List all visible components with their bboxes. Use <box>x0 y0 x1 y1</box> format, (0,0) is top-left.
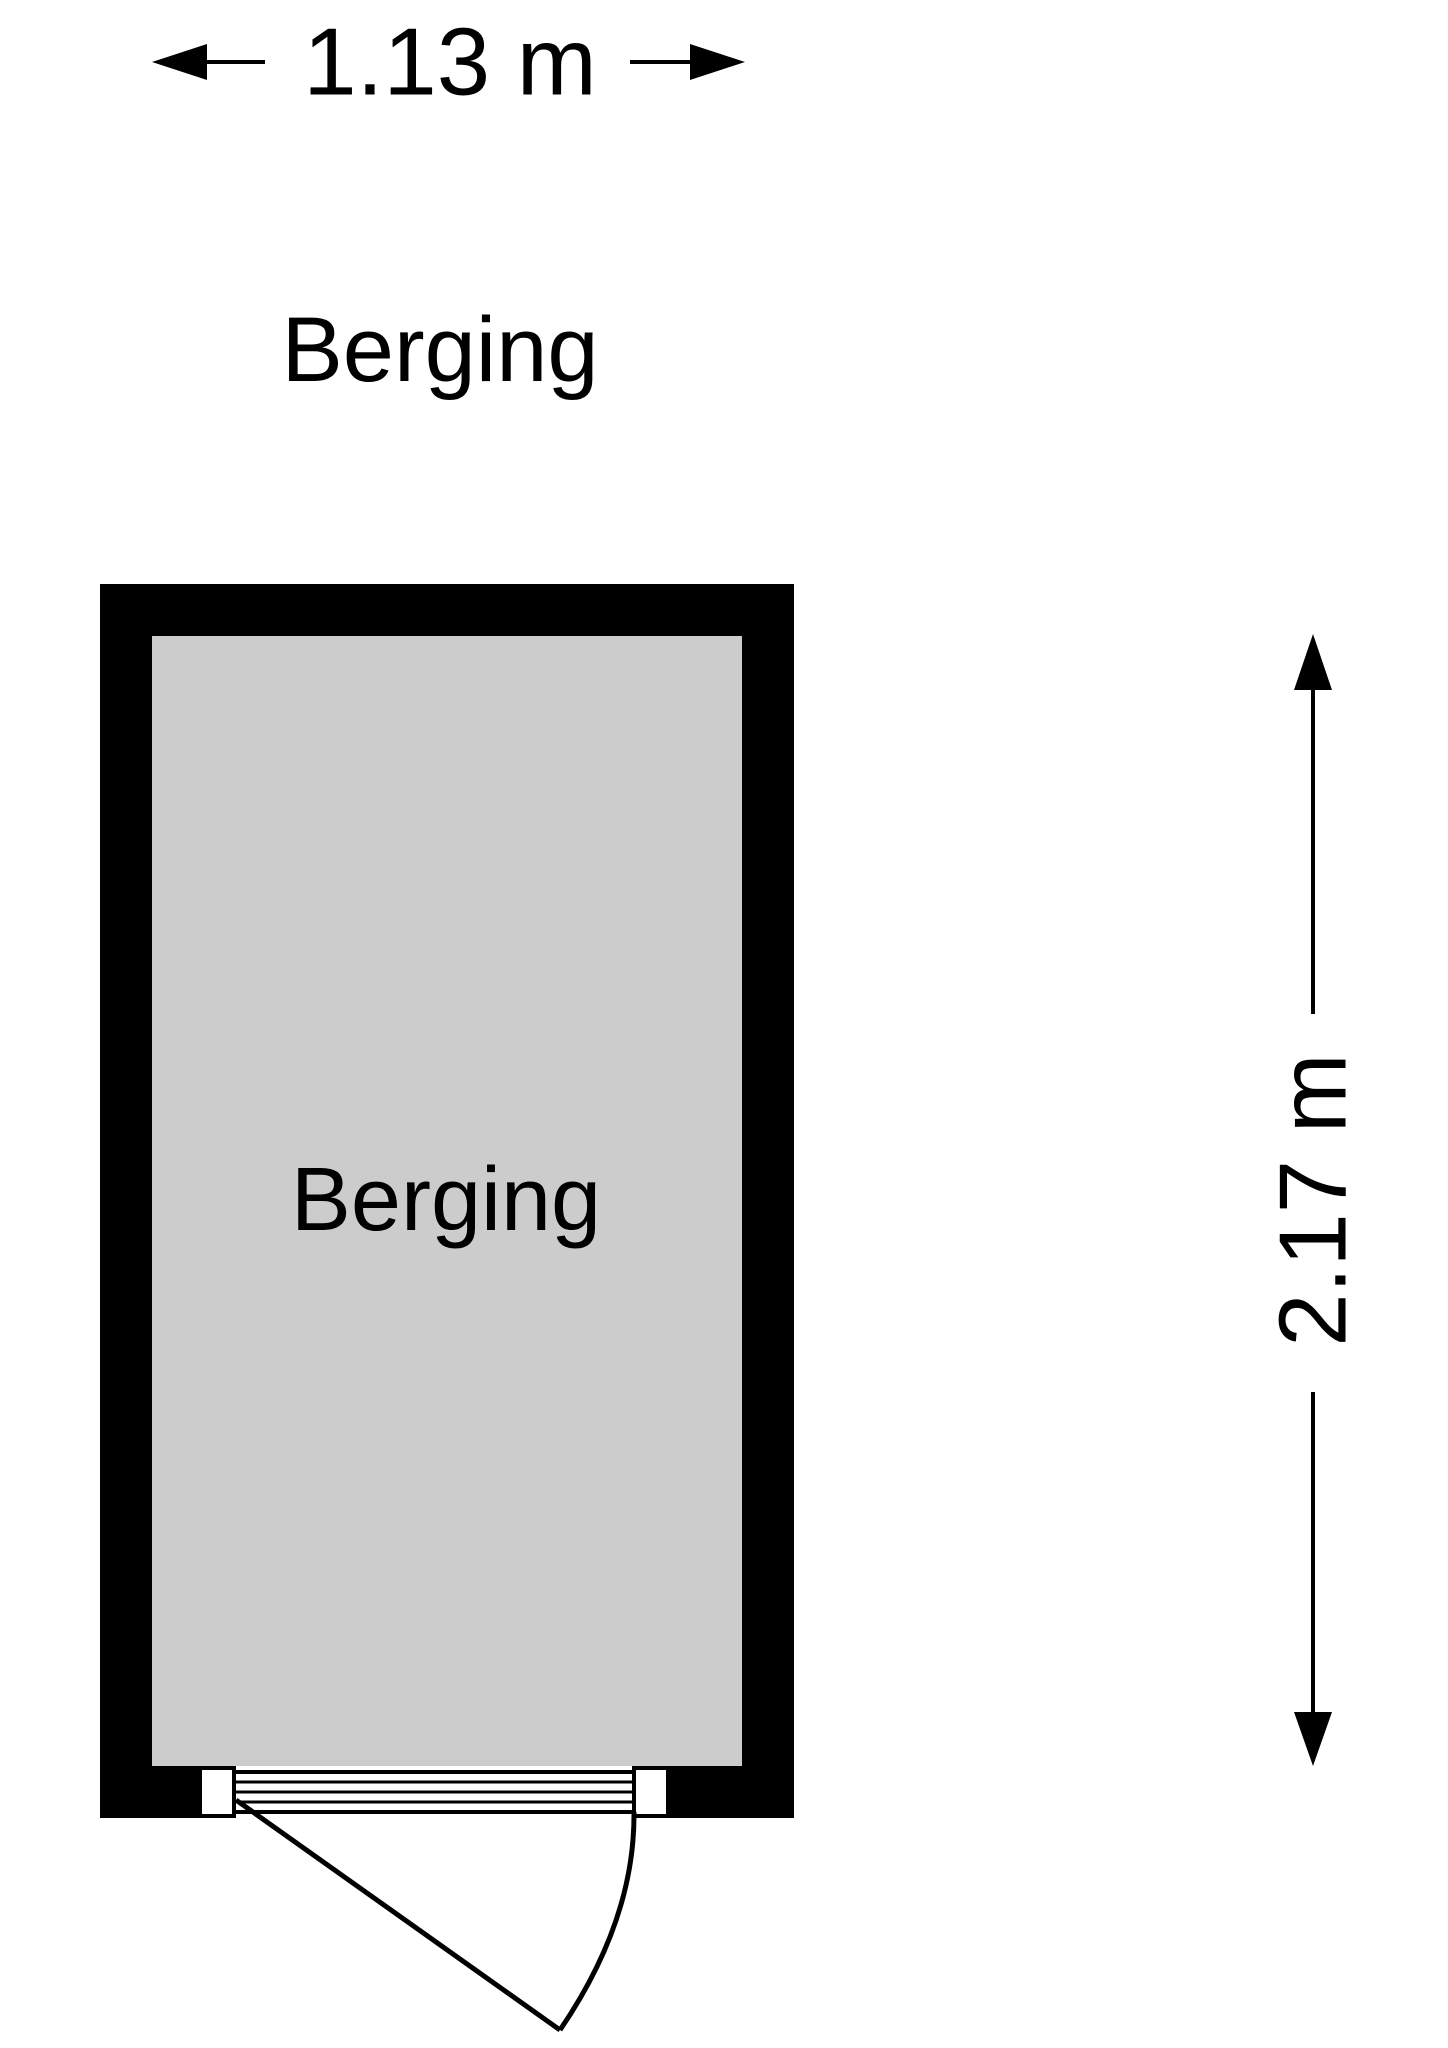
width-dimension-label: 1.13 m <box>303 9 596 116</box>
room <box>100 584 794 2033</box>
door-frame-left <box>198 1766 236 1818</box>
door-frame-right <box>632 1766 670 1818</box>
width-dimension-left-arrow-icon <box>152 44 207 80</box>
height-dimension-label: 2.17 m <box>1260 1053 1367 1346</box>
width-dimension: 1.13 m <box>152 9 745 116</box>
room-floor <box>152 636 742 1766</box>
height-dimension-bottom-arrow-icon <box>1294 1712 1332 1766</box>
plan-title: Berging <box>281 299 598 401</box>
height-dimension-top-arrow-icon <box>1294 634 1332 690</box>
width-dimension-right-arrow-icon <box>690 44 745 80</box>
door-swing-arc <box>557 1811 637 2032</box>
room-label: Berging <box>291 1150 601 1250</box>
height-dimension: 2.17 m <box>1260 634 1367 1766</box>
door-leaf <box>234 1797 562 2033</box>
